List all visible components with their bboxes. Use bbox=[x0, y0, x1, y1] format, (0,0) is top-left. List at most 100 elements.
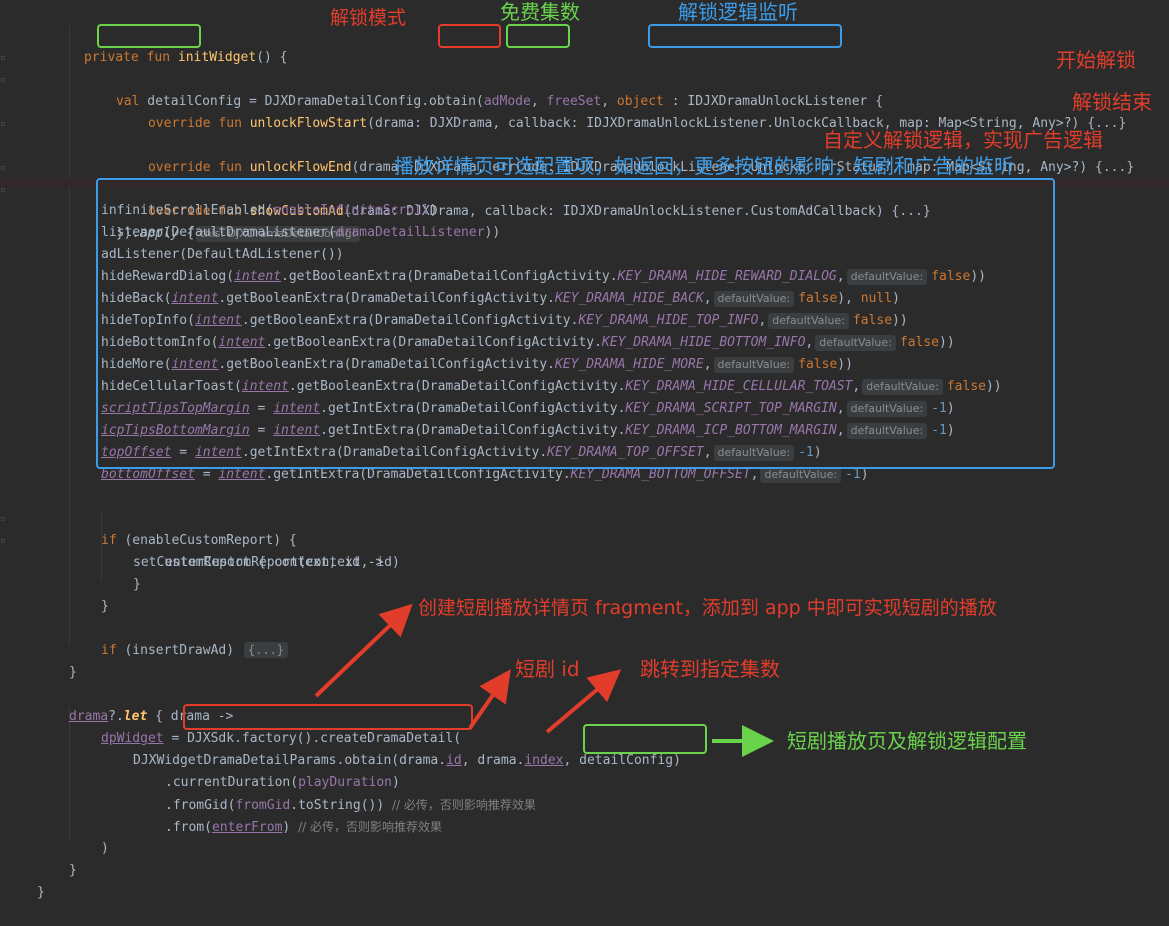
fold-icon[interactable]: ▫ bbox=[0, 536, 6, 546]
code-line[interactable]: ▫ override fun unlockFlowEnd(drama: DJXD… bbox=[0, 91, 1169, 175]
code-line[interactable]: hideRewardDialog(intent.getBooleanExtra(… bbox=[0, 244, 1169, 285]
argument: fromGid bbox=[235, 798, 291, 813]
constant: KEY_DRAMA_TOP_OFFSET bbox=[547, 445, 704, 460]
code-text: ) bbox=[946, 401, 955, 416]
keyword: false bbox=[899, 335, 940, 350]
code-line[interactable]: hideCellularToast(intent.getBooleanExtra… bbox=[0, 354, 1169, 395]
code-text: (drama: DJXDrama, errCode: IDJXDramaUnlo… bbox=[351, 160, 1135, 175]
code-text: ) bbox=[391, 775, 400, 790]
code-line[interactable]: } bbox=[0, 838, 1169, 878]
code-text: , bbox=[703, 445, 712, 460]
code-line[interactable]: listener(DefaultDramaListener(dramaDetai… bbox=[0, 200, 1169, 240]
inlay-hint: this: DJXDramaDetailConfig! bbox=[196, 226, 361, 242]
code-text: .getIntExtra(DramaDetailConfigActivity. bbox=[320, 423, 626, 438]
function-name: showCustomAd bbox=[249, 204, 344, 219]
code-line-highlighted[interactable] bbox=[0, 179, 1169, 187]
argument: intent bbox=[234, 269, 282, 284]
code-text: hideTopInfo( bbox=[101, 313, 195, 328]
code-line[interactable]: icpTipsBottomMargin = intent.getIntExtra… bbox=[0, 398, 1169, 439]
code-text: .getIntExtra(DramaDetailConfigActivity. bbox=[241, 445, 548, 460]
highlight-box-detail-config-arg bbox=[583, 724, 707, 754]
code-line[interactable]: adListener(DefaultAdListener()) bbox=[0, 222, 1169, 262]
override-icon[interactable]: ▫ bbox=[0, 119, 6, 129]
folded-code[interactable]: {...} bbox=[243, 642, 289, 658]
keyword: fun bbox=[218, 160, 242, 175]
code-line[interactable]: ▫ setCustomReport { context, id -> bbox=[0, 508, 1169, 570]
code-text: DJXWidgetDramaDetailParams.obtain(drama. bbox=[133, 753, 447, 768]
code-text: ) bbox=[282, 820, 299, 835]
code-line[interactable]: ▫ if (enableCustomReport) { bbox=[0, 486, 1169, 548]
code-text: , bbox=[601, 94, 617, 109]
property: drama bbox=[69, 709, 109, 724]
code-line[interactable]: .from(enterFrom) // 必传，否则影响推荐效果 bbox=[0, 794, 1169, 835]
annotation-drama-id: 短剧 id bbox=[515, 657, 580, 681]
constant: KEY_DRAMA_BOTTOM_OFFSET bbox=[570, 467, 751, 482]
code-line[interactable]: } bbox=[0, 552, 1169, 592]
code-line[interactable]: private fun initWidget() { bbox=[0, 3, 1169, 65]
keyword: fun bbox=[218, 204, 242, 219]
code-line[interactable]: ▫ val detailConfig = DJXDramaDetailConfi… bbox=[0, 25, 1169, 109]
argument: enterFrom bbox=[211, 820, 283, 835]
code-line[interactable]: hideTopInfo(intent.getBooleanExtra(Drama… bbox=[0, 288, 1169, 329]
code-line[interactable]: dpWidget = DJXSdk.factory().createDramaD… bbox=[0, 706, 1169, 746]
code-text: hideBack( bbox=[101, 291, 172, 306]
argument: intent bbox=[171, 291, 219, 306]
code-text: hideMore( bbox=[101, 357, 172, 372]
code-line[interactable]: infiniteScrollEnabled(enableInfiniteScro… bbox=[0, 178, 1169, 218]
code-line[interactable]: ▫ }).apply {this: DJXDramaDetailConfig! bbox=[0, 157, 1169, 242]
inlay-hint: defaultValue: bbox=[846, 423, 928, 439]
fold-icon[interactable]: ▫ bbox=[0, 514, 6, 524]
code-line[interactable]: enterCustomReport(context, id) bbox=[0, 530, 1169, 570]
keyword: override bbox=[147, 116, 211, 131]
keyword: null bbox=[860, 291, 893, 306]
code-text: { drama -> bbox=[147, 709, 234, 724]
override-icon[interactable]: ▫ bbox=[0, 163, 6, 173]
inlay-hint: defaultValue: bbox=[862, 379, 943, 395]
code-text: )) bbox=[970, 269, 986, 284]
code-line[interactable]: bottomOffset = intent.getIntExtra(DramaD… bbox=[0, 442, 1169, 483]
code-line[interactable]: DJXWidgetDramaDetailParams.obtain(drama.… bbox=[0, 728, 1169, 768]
type-name: IDJXDramaUnlockListener bbox=[687, 94, 868, 109]
code-line[interactable]: hideMore(intent.getBooleanExtra(DramaDet… bbox=[0, 332, 1169, 373]
code-line[interactable]: .currentDuration(playDuration) bbox=[0, 750, 1169, 790]
override-icon[interactable]: ▫ bbox=[0, 75, 6, 85]
fold-icon[interactable]: ▫ bbox=[0, 53, 6, 63]
code-text: .getIntExtra(DramaDetailConfigActivity. bbox=[320, 401, 626, 416]
highlight-box-free-set bbox=[506, 24, 570, 48]
code-text: .from( bbox=[165, 820, 212, 835]
argument: intent bbox=[194, 313, 242, 328]
fold-icon[interactable]: ▫ bbox=[0, 185, 6, 195]
code-text: hideRewardDialog( bbox=[101, 269, 235, 284]
keyword: fun bbox=[218, 116, 242, 131]
code-line[interactable]: .fromGid(fromGid.toString()) // 必传，否则影响推… bbox=[0, 772, 1169, 813]
number: -1 bbox=[798, 445, 814, 460]
code-text: : bbox=[663, 94, 688, 109]
code-text: ) bbox=[813, 445, 822, 460]
indent-guide bbox=[69, 707, 70, 842]
code-line[interactable]: ) bbox=[0, 816, 1169, 856]
property: icpTipsBottomMargin bbox=[101, 423, 250, 438]
code-text: ) bbox=[946, 423, 955, 438]
code-line[interactable]: hideBack(intent.getBooleanExtra(DramaDet… bbox=[0, 266, 1169, 307]
code-line[interactable]: if (insertDrawAd) {...} bbox=[0, 618, 1169, 658]
code-text: { bbox=[178, 226, 195, 241]
code-line[interactable]: scriptTipsTopMargin = intent.getIntExtra… bbox=[0, 376, 1169, 417]
argument: enableInfiniteScroll bbox=[273, 203, 430, 218]
constant: KEY_DRAMA_SCRIPT_TOP_MARGIN bbox=[625, 401, 837, 416]
code-line[interactable]: ▫ override fun unlockFlowStart(drama: DJ… bbox=[0, 47, 1169, 131]
code-text: } bbox=[133, 577, 141, 592]
keyword: false bbox=[946, 379, 986, 394]
code-editor[interactable]: private fun initWidget() { ▫ val detailC… bbox=[0, 0, 1169, 900]
property: scriptTipsTopMargin bbox=[101, 401, 250, 416]
argument: intent bbox=[241, 379, 289, 394]
constant: KEY_DRAMA_HIDE_TOP_INFO bbox=[578, 313, 759, 328]
code-line[interactable]: } bbox=[0, 640, 1169, 680]
annotation-create-fragment: 创建短剧播放详情页 fragment，添加到 app 中即可实现短剧的播放 bbox=[418, 597, 997, 619]
argument: freeSet bbox=[546, 94, 602, 109]
code-line[interactable]: } bbox=[0, 574, 1169, 614]
code-line[interactable]: drama?.let { drama -> bbox=[0, 684, 1169, 724]
code-line[interactable]: ▫ override fun showCustomAd(drama: DJXDr… bbox=[0, 135, 1169, 219]
property: id bbox=[446, 753, 462, 768]
code-line[interactable]: hideBottomInfo(intent.getBooleanExtra(Dr… bbox=[0, 310, 1169, 351]
code-line[interactable]: topOffset = intent.getIntExtra(DramaDeta… bbox=[0, 420, 1169, 461]
